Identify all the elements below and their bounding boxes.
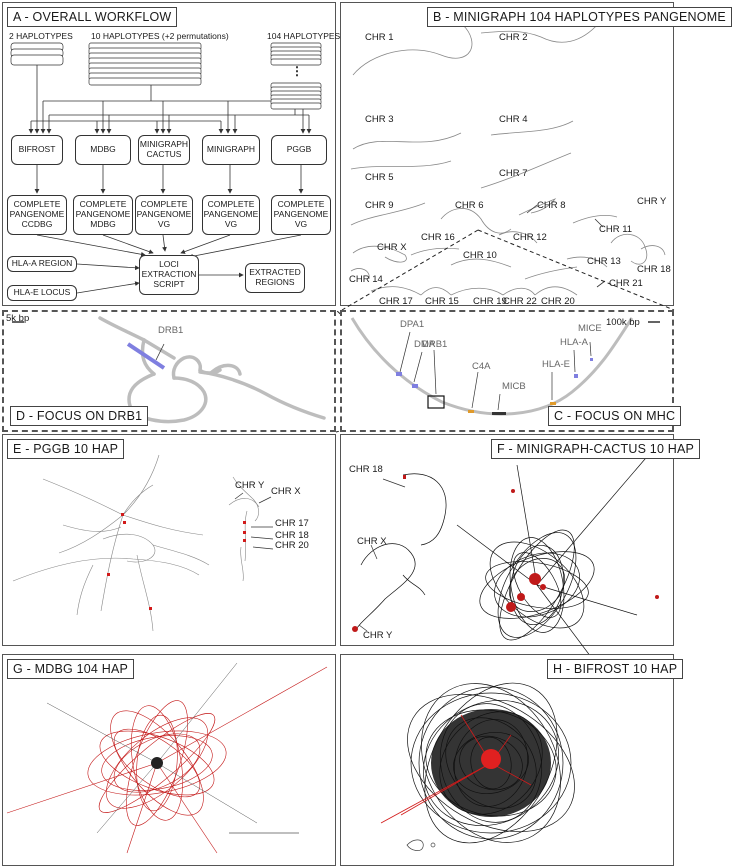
panel-a-title: A - OVERALL WORKFLOW — [7, 7, 178, 27]
region-hla-e: HLA-E LOCUS — [7, 285, 77, 301]
chr-label: CHR 6 — [455, 200, 484, 211]
mhc-graph — [350, 317, 660, 416]
ellipsis-icon: ⋮ — [291, 64, 303, 78]
chr-label: CHR 16 — [421, 232, 455, 243]
input-10-haplotypes: 10 HAPLOTYPES (+2 permutations) — [91, 31, 229, 41]
chr-label: CHR 12 — [513, 232, 547, 243]
tool-pggb: PGGB — [271, 135, 327, 165]
chr-label: CHR 17 — [275, 518, 309, 529]
chr-label: CHR 9 — [365, 200, 394, 211]
chr-label: CHR X — [271, 486, 301, 497]
gene-drb1-label: DRB1 — [158, 325, 184, 336]
chr-label: CHR 22 — [503, 296, 537, 307]
chr-label: CHR 2 — [499, 32, 528, 43]
panel-e-pggb: E - PGGB 10 HAP CHR Y CHR X CHR 17 CHR 1… — [2, 434, 336, 646]
input-104-haplotypes: 104 HAPLOTYPES — [267, 31, 341, 41]
workflow-connectors — [10, 42, 322, 294]
gene-label: DRB1 — [422, 339, 448, 350]
scale-label: 100k bp — [606, 317, 640, 328]
chr-label: CHR Y — [637, 196, 667, 207]
panel-c-title: C - FOCUS ON MHC — [548, 406, 682, 426]
chr-label: CHR 3 — [365, 114, 394, 125]
pggb-graph — [12, 454, 274, 632]
tool-bifrost: BIFROST — [11, 135, 63, 165]
chr-label: CHR 20 — [275, 540, 309, 551]
panel-c-mhc: DPA1 DMA DRB1 C4A MICB HLA-E HLA-A MICE … — [340, 310, 682, 432]
region-hla-a: HLA-A REGION — [7, 256, 77, 272]
chr-label: CHR 7 — [499, 168, 528, 179]
panel-g-mdbg: G - MDBG 104 HAP — [2, 654, 336, 866]
output-vg-minigraph: COMPLETE PANGENOME VG — [202, 195, 260, 235]
bifrost-graph — [380, 682, 575, 851]
chr-label: CHR X — [377, 242, 407, 253]
panel-g-title: G - MDBG 104 HAP — [7, 659, 135, 679]
chr-label: CHR 8 — [537, 200, 566, 211]
panel-h-title: H - BIFROST 10 HAP — [547, 659, 684, 679]
chr-label: CHR Y — [235, 480, 265, 491]
output-ccdbg: COMPLETE PANGENOME CCDBG — [7, 195, 67, 235]
chr-label: CHR 10 — [463, 250, 497, 261]
chr-label: CHR 18 — [349, 464, 383, 475]
gene-label: DPA1 — [400, 319, 425, 330]
chr-label: CHR 17 — [379, 296, 413, 307]
drb1-graph — [12, 316, 326, 424]
extracted-regions: EXTRACTED REGIONS — [245, 263, 305, 293]
panel-b-title: B - MINIGRAPH 104 HAPLOTYPES PANGENOME — [427, 7, 732, 27]
mdbg-graph — [6, 662, 328, 854]
tool-minigraph: MINIGRAPH — [202, 135, 260, 165]
panel-h-bifrost: H - BIFROST 10 HAP — [340, 654, 684, 866]
panel-f-minigraph-cactus: F - MINIGRAPH-CACTUS 10 HAP CHR 18 CHR X… — [340, 434, 701, 666]
panel-a-workflow: A - OVERALL WORKFLOW 2 HAPLOTYPES 10 HAP… — [2, 2, 340, 306]
tool-minigraph-cactus: MINIGRAPH CACTUS — [138, 135, 190, 165]
panel-e-title: E - PGGB 10 HAP — [7, 439, 125, 459]
panel-d-title: D - FOCUS ON DRB1 — [10, 406, 149, 426]
chr-label: CHR 11 — [599, 224, 633, 235]
chr-label: CHR 15 — [425, 296, 459, 307]
panel-f-title: F - MINIGRAPH-CACTUS 10 HAP — [491, 439, 701, 459]
chr-label: CHR 18 — [275, 530, 309, 541]
chr-label: CHR Y — [363, 630, 393, 641]
panel-d-drb1: 5k bp DRB1 D - FOCUS ON DRB1 — [2, 310, 336, 432]
chromosome-graphs — [350, 22, 666, 296]
gene-label: C4A — [472, 361, 491, 372]
output-vg-cactus: COMPLETE PANGENOME VG — [135, 195, 193, 235]
output-mdbg: COMPLETE PANGENOME MDBG — [73, 195, 133, 235]
chr-label: CHR 5 — [365, 172, 394, 183]
chr-label: CHR 13 — [587, 256, 621, 267]
scale-label: 5k bp — [6, 313, 30, 324]
chr-label: CHR 19 — [473, 296, 507, 307]
panel-b-minigraph-genome: B - MINIGRAPH 104 HAPLOTYPES PANGENOME C… — [340, 2, 732, 307]
gene-label: HLA-A — [560, 337, 588, 348]
gene-label: HLA-E — [542, 359, 570, 370]
cactus-graph — [352, 444, 659, 666]
chr-label: CHR 1 — [365, 32, 394, 43]
gene-label: DMA — [414, 339, 436, 350]
chr-label: CHR 20 — [541, 296, 575, 307]
chr-label: CHR 21 — [609, 278, 643, 289]
tool-mdbg: MDBG — [75, 135, 131, 165]
chr-label: CHR 4 — [499, 114, 528, 125]
input-2-haplotypes: 2 HAPLOTYPES — [9, 31, 73, 41]
chr-label: CHR 14 — [349, 274, 383, 285]
chr-label: CHR X — [357, 536, 387, 547]
chr-label: CHR 18 — [637, 264, 671, 275]
output-vg-pggb: COMPLETE PANGENOME VG — [271, 195, 331, 235]
loci-extraction-script: LOCI EXTRACTION SCRIPT — [139, 255, 199, 295]
gene-label: MICB — [502, 381, 526, 392]
gene-label: MICE — [578, 323, 602, 334]
